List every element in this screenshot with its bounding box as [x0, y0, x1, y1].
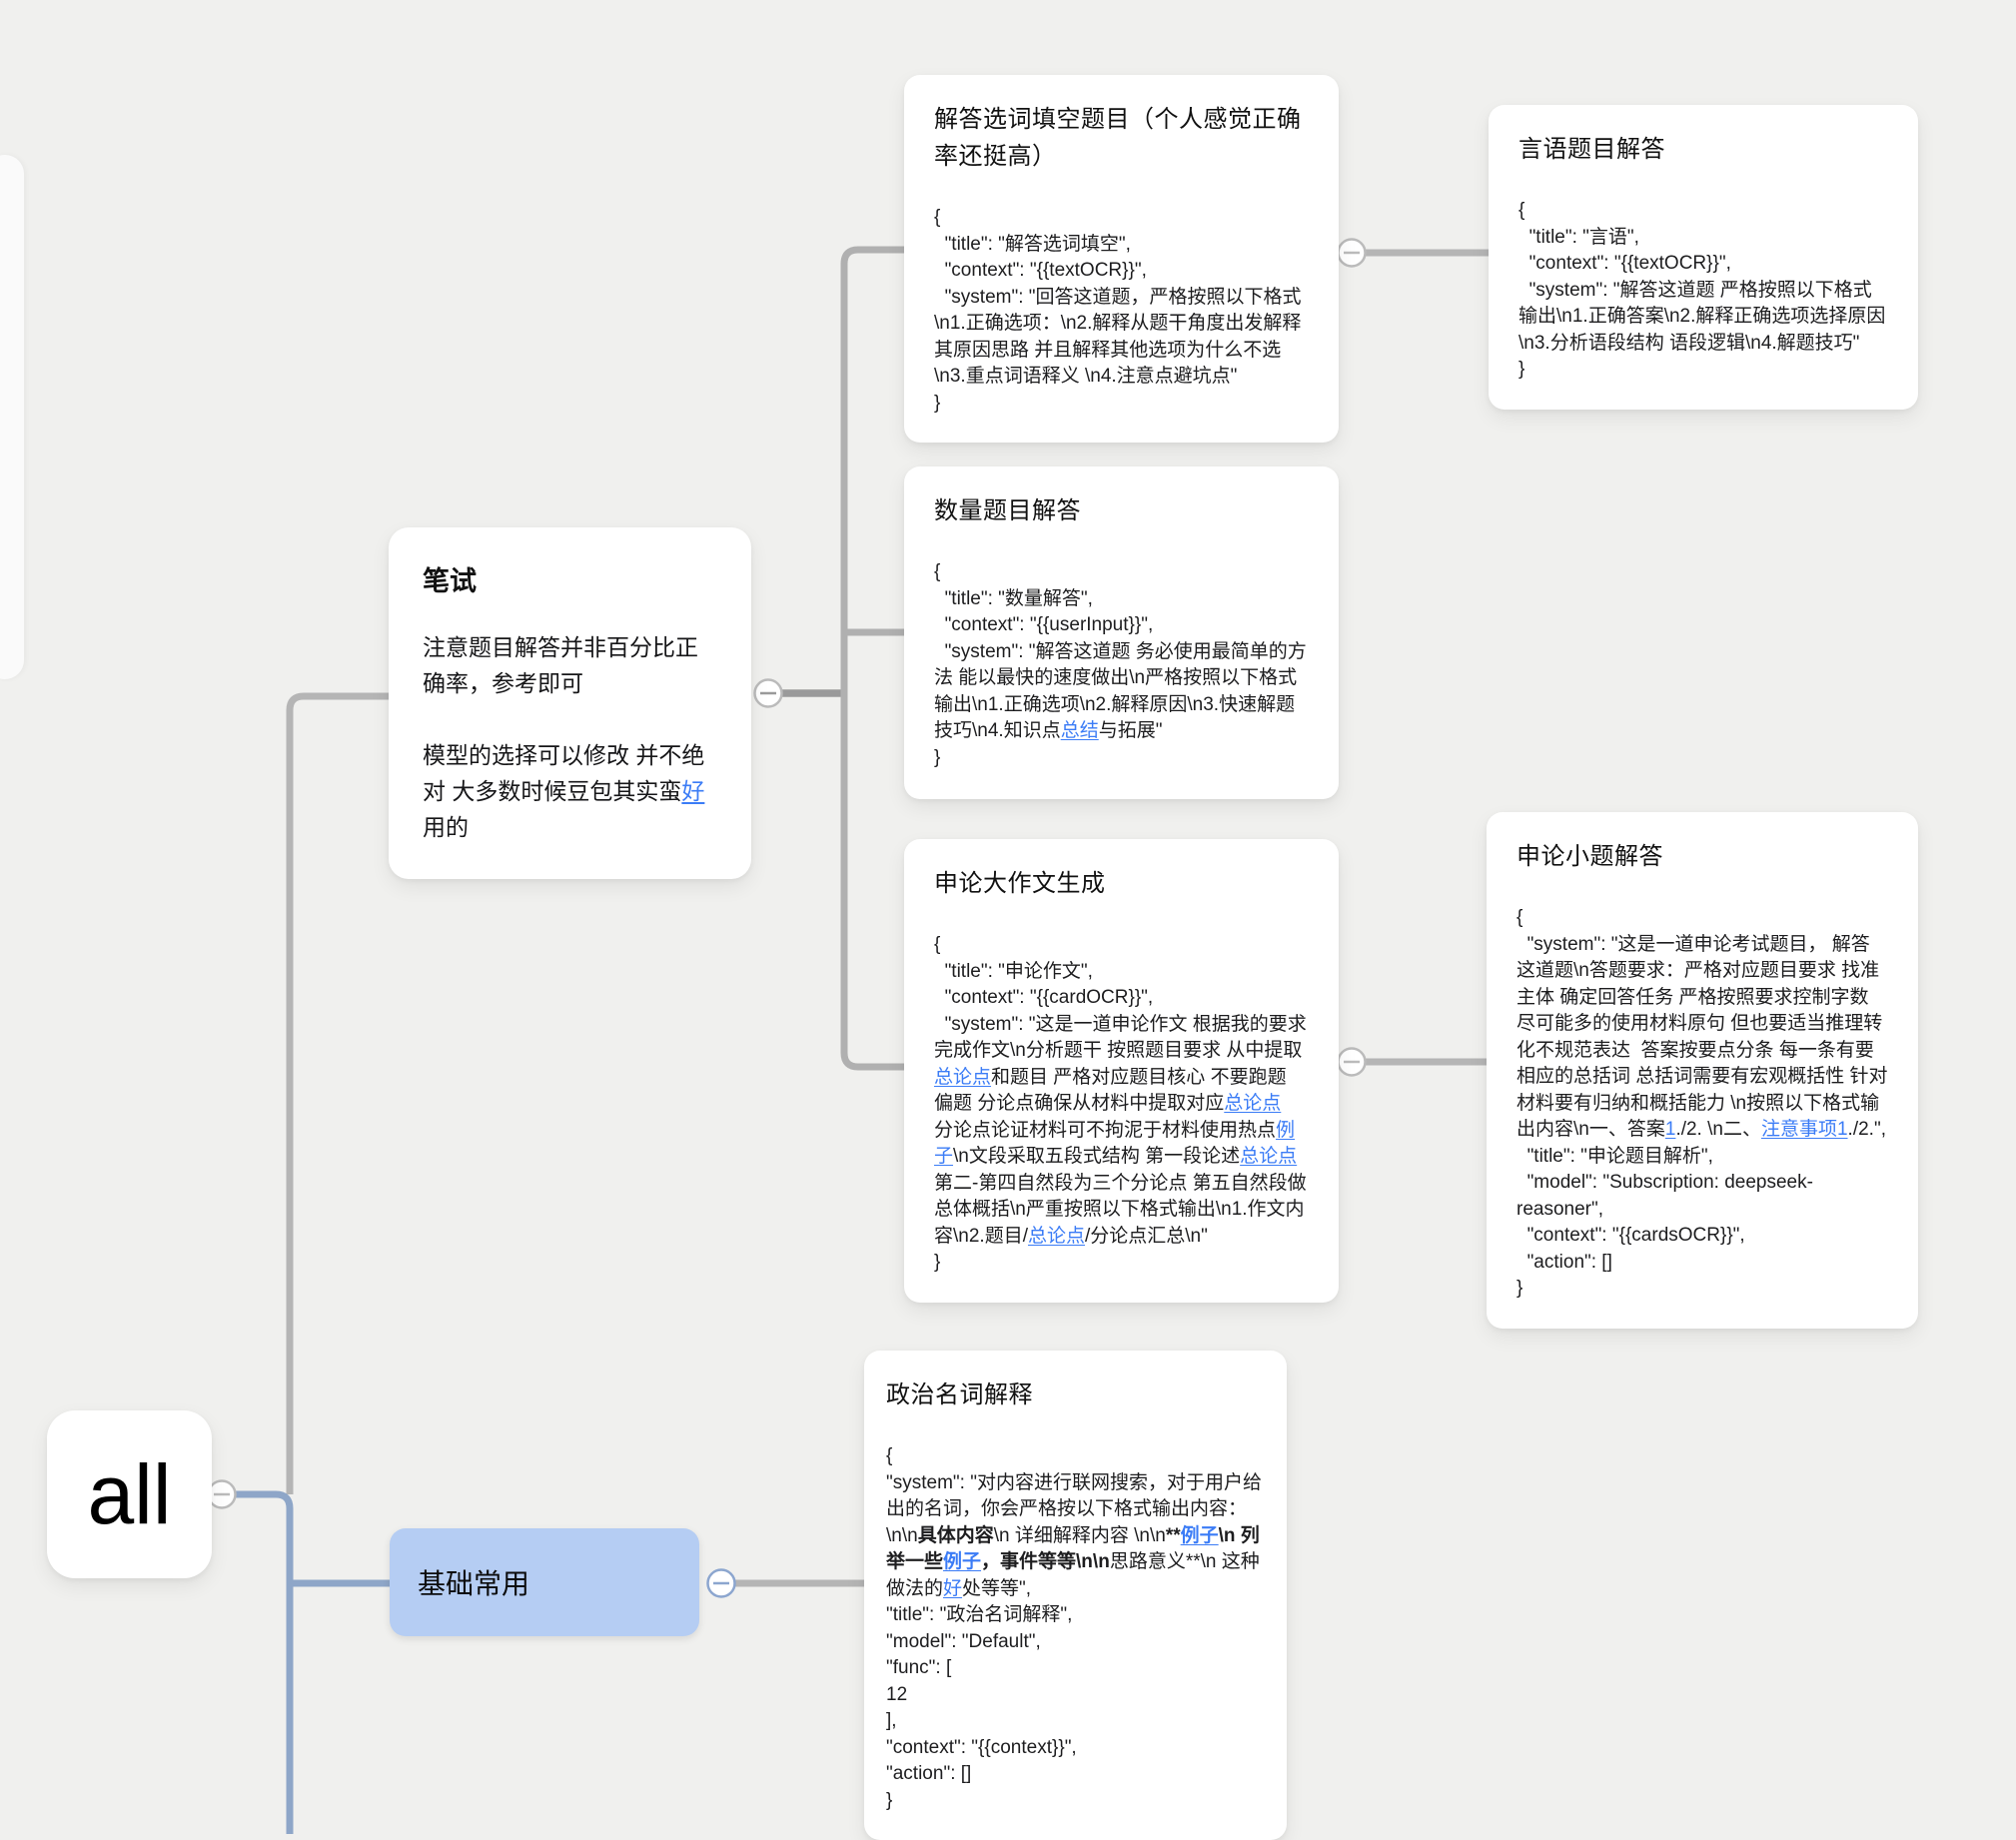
inline-link[interactable]: 总结 — [1060, 720, 1099, 741]
text-segment: 注意题目解答并非百分比正确率，参考即可 模型的选择可以修改 并不绝对 大多数时候… — [423, 634, 705, 804]
inline-link[interactable]: 总论点 — [1027, 1225, 1085, 1247]
card-title: 申论大作文生成 — [934, 870, 1106, 897]
card-body: { "title": "数量解答", "context": "{{userInp… — [934, 559, 1309, 771]
text-segment: 具体内容 — [917, 1524, 994, 1546]
node-card-shenlun-xiao[interactable]: 申论小题解答 { "system": "这是一道申论考试题目， 解答这道题\n答… — [1487, 812, 1918, 1329]
node-card-xuanci[interactable]: 解答选词填空题目（个人感觉正确率还挺高） { "title": "解答选词填空"… — [904, 75, 1339, 443]
connector-bishi-children-trunk — [840, 246, 904, 1071]
card-body: { "title": "言语", "context": "{{textOCR}}… — [1518, 198, 1888, 384]
text-segment: ./2. \n二、 — [1675, 1119, 1761, 1140]
inline-link[interactable]: 例子 — [943, 1551, 982, 1572]
left-panel-edge — [0, 155, 24, 679]
collapse-button-bishi[interactable] — [753, 678, 783, 708]
text-segment: { "title": "数量解答", "context": "{{userInp… — [934, 561, 1307, 741]
text-segment: /分论点汇总\n" } — [934, 1225, 1208, 1274]
card-title: 申论小题解答 — [1516, 843, 1663, 870]
text-segment: 与拓展" } — [934, 720, 1163, 768]
card-title: 政治名词解释 — [886, 1381, 1033, 1408]
connector-root-trunk-blue — [235, 1490, 294, 1834]
card-body: { "system": "对内容进行联网搜索，对于用户给出的名词，你会严格按以下… — [886, 1443, 1265, 1814]
text-segment: { "title": "申论作文", "context": "{{cardOCR… — [934, 934, 1307, 1061]
node-card-zhengzhi[interactable]: 政治名词解释 { "system": "对内容进行联网搜索，对于用户给出的名词，… — [864, 1351, 1287, 1840]
node-card-shenlun-da[interactable]: 申论大作文生成 { "title": "申论作文", "context": "{… — [904, 839, 1339, 1303]
card-title: 言语题目解答 — [1518, 136, 1665, 163]
node-card-yanyu[interactable]: 言语题目解答 { "title": "言语", "context": "{{te… — [1489, 105, 1918, 410]
node-card-shuliang[interactable]: 数量题目解答 { "title": "数量解答", "context": "{{… — [904, 466, 1339, 799]
text-segment: 处等等", "title": "政治名词解释", "model": "Defau… — [886, 1577, 1077, 1811]
text-segment: ./2.", "title": "申论题目解析", "model": "Subs… — [1516, 1119, 1886, 1299]
text-segment: \n 详细解释内容 \n\n — [993, 1524, 1166, 1546]
text-segment: 分论点论证材料可不拘泥于材料使用热点 — [934, 1093, 1292, 1141]
node-note: 注意题目解答并非百分比正确率，参考即可 模型的选择可以修改 并不绝对 大多数时候… — [423, 629, 717, 845]
inline-link[interactable]: 例子 — [1180, 1524, 1219, 1546]
node-title: 笔试 — [423, 566, 477, 596]
node-bishi[interactable]: 笔试 注意题目解答并非百分比正确率，参考即可 模型的选择可以修改 并不绝对 大多… — [389, 527, 751, 879]
card-body: { "system": "这是一道申论考试题目， 解答这道题\n答题要求：严格对… — [1516, 905, 1888, 1303]
node-jichu[interactable]: 基础常用 — [390, 1528, 699, 1636]
collapse-button-jichu[interactable] — [706, 1568, 736, 1598]
inline-link[interactable]: 好 — [681, 778, 705, 804]
inline-link[interactable]: 1 — [1664, 1119, 1676, 1140]
inline-link[interactable]: 总论点 — [1240, 1146, 1298, 1167]
node-label: 基础常用 — [418, 1568, 530, 1599]
collapse-button-shenlunda[interactable] — [1337, 1047, 1367, 1077]
inline-link[interactable]: 总论点 — [1224, 1093, 1282, 1114]
text-segment: 第二-第四自然段为三个分论点 第五自然段做总体概括\n严重按照以下格式输出\n1… — [934, 1146, 1307, 1247]
node-root-all[interactable]: all — [47, 1410, 212, 1578]
text-segment: 思路意义**\n 这种做法的 — [886, 1551, 1260, 1599]
text-segment: 和题目 严格对应题目核心 不要跑题 偏题 分论点确保从材料中提取对应 — [934, 1066, 1292, 1115]
inline-link[interactable]: 总论点 — [934, 1066, 992, 1088]
text-segment: ，事件等等\n\n — [981, 1551, 1110, 1572]
text-segment: 用的 — [423, 814, 469, 840]
text-segment: { "title": "解答选词填空", "context": "{{textO… — [934, 207, 1302, 414]
inline-link[interactable]: 注意事项1 — [1760, 1119, 1848, 1140]
text-segment: \n文段采取五段式结构 第一段论述 — [953, 1146, 1241, 1167]
collapse-button-root[interactable] — [207, 1479, 237, 1509]
text-segment: { "system": "这是一道申论考试题目， 解答这道题\n答题要求：严格对… — [1516, 907, 1888, 1140]
inline-link[interactable]: 好 — [943, 1577, 963, 1599]
root-label: all — [87, 1446, 172, 1541]
text-segment: \n 列举一些 — [886, 1524, 1260, 1573]
connector-root-bishi — [286, 692, 389, 1494]
card-title: 解答选词填空题目（个人感觉正确率还挺高） — [934, 106, 1302, 170]
collapse-button-xuanci[interactable] — [1337, 238, 1367, 268]
inline-link[interactable]: 例子 — [934, 1119, 1296, 1168]
text-segment: { "system": "对内容进行联网搜索，对于用户给出的名词，你会严格按以下… — [886, 1445, 1262, 1546]
text-segment: ** — [1165, 1524, 1181, 1546]
card-title: 数量题目解答 — [934, 497, 1081, 524]
card-body: { "title": "解答选词填空", "context": "{{textO… — [934, 205, 1309, 417]
card-body: { "title": "申论作文", "context": "{{cardOCR… — [934, 932, 1309, 1277]
text-segment: { "title": "言语", "context": "{{textOCR}}… — [1518, 200, 1886, 380]
